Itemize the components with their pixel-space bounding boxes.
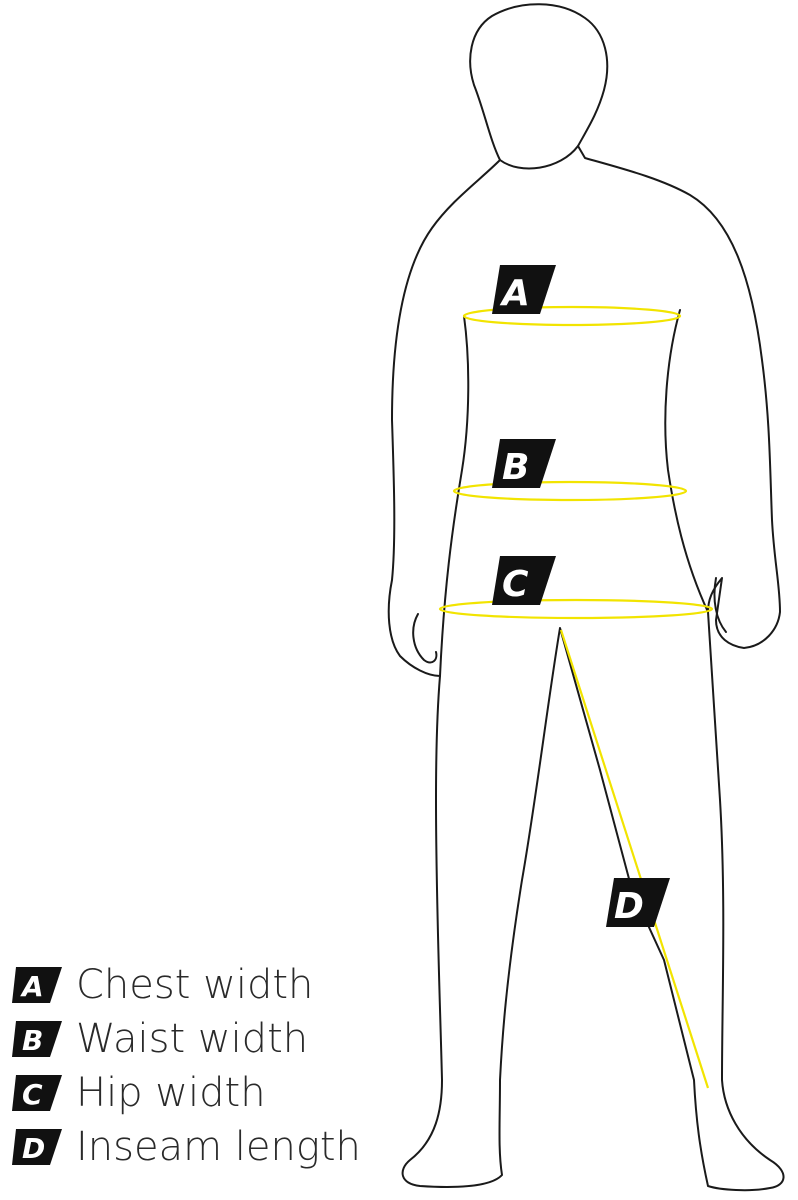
legend-item-inseam: D Inseam length	[12, 1120, 361, 1174]
legend-badge-c: C	[12, 1075, 62, 1111]
hip-measure-ellipse	[438, 598, 714, 620]
collar-line	[499, 145, 579, 170]
badge-c: C	[492, 556, 556, 605]
legend-badge-a: A	[12, 967, 62, 1003]
badge-b-shape	[492, 439, 556, 488]
svg-text:A: A	[20, 970, 44, 1003]
left-thumb	[412, 613, 438, 664]
right-inner-arm	[664, 309, 709, 613]
badge-d-letter: D	[614, 886, 644, 927]
legend-item-hip: C Hip width	[12, 1066, 361, 1120]
right-thumb	[713, 577, 727, 633]
badge-c-shape	[492, 556, 556, 605]
svg-text:D: D	[22, 1132, 45, 1165]
legend-badge-b: B	[12, 1021, 62, 1057]
badge-b: B	[492, 439, 556, 488]
chest-measure-ellipse	[462, 305, 682, 327]
svg-text:B: B	[22, 1024, 43, 1057]
badge-a: A	[492, 265, 556, 314]
svg-text:C: C	[22, 1078, 43, 1111]
legend-label-hip: Hip width	[76, 1070, 266, 1116]
badge-b-letter: B	[502, 447, 529, 488]
badge-d: D	[606, 878, 670, 927]
legend-item-chest: A Chest width	[12, 958, 361, 1012]
waist-measure-ellipse	[452, 480, 688, 502]
legend-badge-d: D	[12, 1129, 62, 1165]
body-silhouette	[387, 3, 785, 1192]
legend-label-chest: Chest width	[76, 962, 314, 1008]
body-outline-path	[387, 3, 785, 1192]
legend-label-waist: Waist width	[76, 1016, 309, 1062]
measurement-legend: A Chest width B Waist width C Hip width …	[12, 958, 361, 1174]
badge-c-letter: C	[502, 564, 529, 605]
badge-a-shape	[492, 265, 556, 314]
inseam-measure-line	[559, 629, 710, 1089]
measurement-lines	[438, 305, 714, 1089]
badge-d-shape	[606, 878, 670, 927]
legend-label-inseam: Inseam length	[76, 1124, 361, 1170]
badge-a-letter: A	[499, 273, 530, 314]
legend-item-waist: B Waist width	[12, 1012, 361, 1066]
left-inner-arm	[439, 315, 470, 677]
